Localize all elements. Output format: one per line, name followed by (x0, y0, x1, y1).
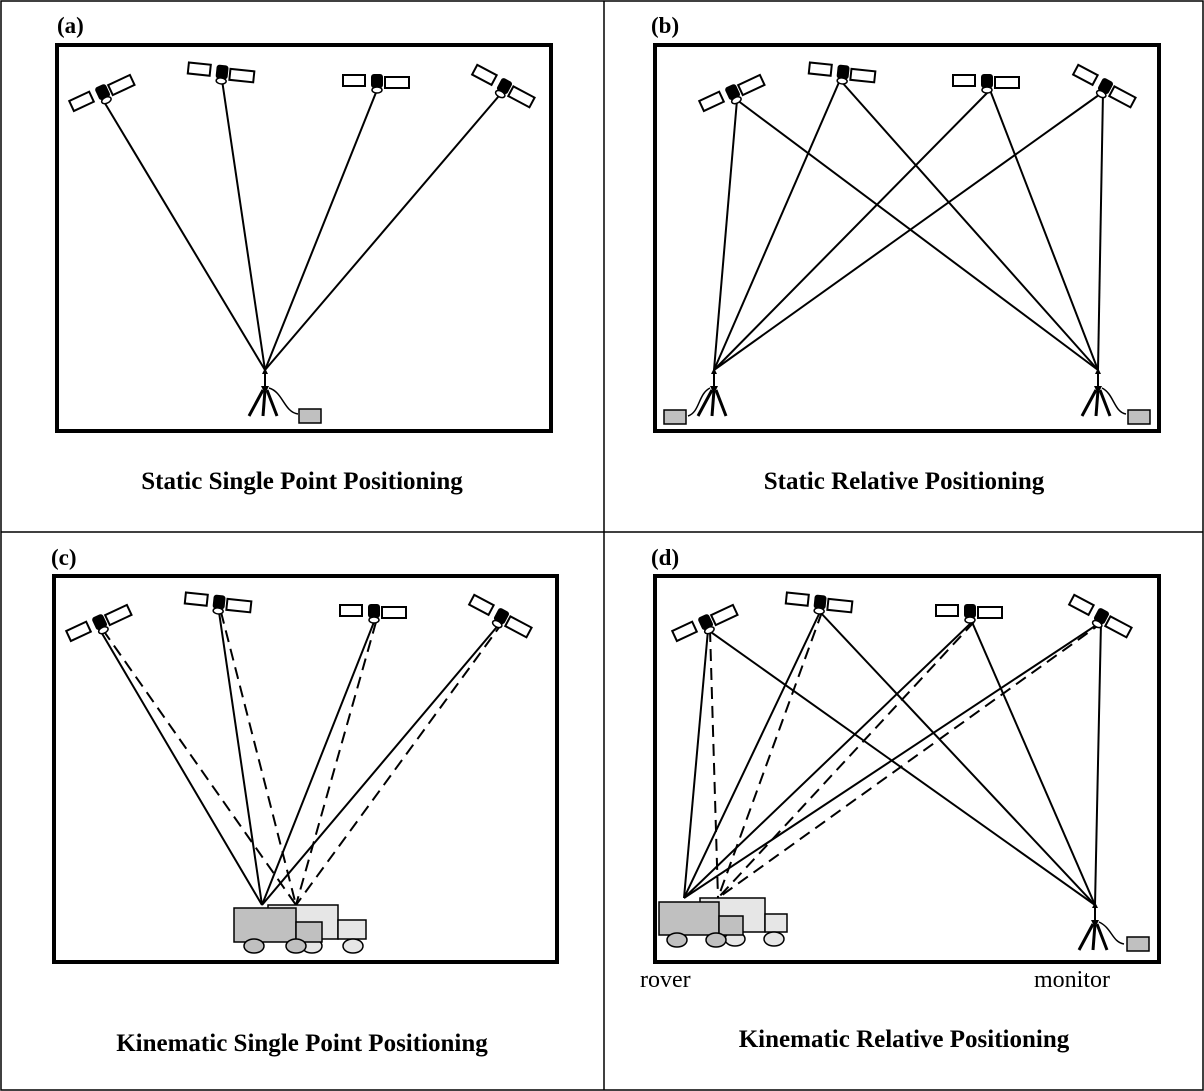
tripod-receiver-icon (1077, 900, 1109, 952)
panel-a-frame (55, 43, 553, 433)
tripod-receiver-icon (1080, 366, 1112, 418)
satellite-icon (342, 73, 410, 94)
panel-b-signal-lines (713, 79, 1104, 371)
satellite-icon (952, 73, 1020, 94)
panel-a-caption: Static Single Point Positioning (141, 468, 463, 495)
receiver-unit-icon (298, 408, 322, 424)
panel-d-dashed-lines (709, 611, 1104, 899)
panel-d-frame (653, 574, 1161, 964)
satellite-icon (697, 71, 768, 119)
panel-b-frame (653, 43, 1161, 433)
panel-a-diagram (55, 43, 553, 433)
panel-d-diagram (653, 574, 1161, 964)
truck-icon (233, 907, 323, 954)
satellite-icon (807, 60, 877, 89)
tripod-receiver-icon (696, 366, 728, 418)
panel-c-solid-lines (99, 611, 502, 906)
panel-c-dashed-lines (102, 611, 504, 906)
satellite-icon (784, 590, 854, 619)
receiver-cable (687, 387, 711, 417)
satellite-icon (670, 601, 741, 649)
panel-a-letter: (a) (57, 13, 84, 38)
rover-label: rover (640, 967, 691, 993)
satellite-icon (339, 603, 407, 624)
panel-d-letter: (d) (651, 545, 680, 570)
panel-c-letter: (c) (51, 545, 77, 570)
monitor-label: monitor (1034, 967, 1110, 993)
panel-d-solid-lines (683, 611, 1102, 906)
truck-icon (658, 901, 744, 948)
receiver-cable (1101, 387, 1127, 415)
tripod-receiver-icon (247, 366, 279, 418)
satellite-icon (1064, 592, 1135, 643)
panel-c-diagram (52, 574, 559, 964)
satellite-icon (67, 71, 138, 119)
satellite-icon (935, 603, 1003, 624)
panel-b-letter: (b) (651, 13, 680, 38)
satellite-icon (183, 590, 253, 619)
panel-c-frame (52, 574, 559, 964)
satellite-icon (186, 60, 256, 89)
satellite-icon (467, 62, 538, 113)
panel-a-signal-lines (102, 79, 505, 371)
receiver-unit-icon (1127, 409, 1151, 425)
receiver-unit-icon (1126, 936, 1150, 952)
receiver-cable (268, 387, 299, 415)
panel-b-diagram (653, 43, 1161, 433)
satellite-icon (464, 592, 535, 643)
receiver-unit-icon (663, 409, 687, 425)
panel-b-caption: Static Relative Positioning (763, 468, 1045, 495)
receiver-cable (1098, 921, 1125, 945)
panel-c-caption: Kinematic Single Point Positioning (116, 1030, 488, 1057)
satellite-icon (64, 601, 135, 649)
panel-d-caption: Kinematic Relative Positioning (738, 1026, 1070, 1053)
